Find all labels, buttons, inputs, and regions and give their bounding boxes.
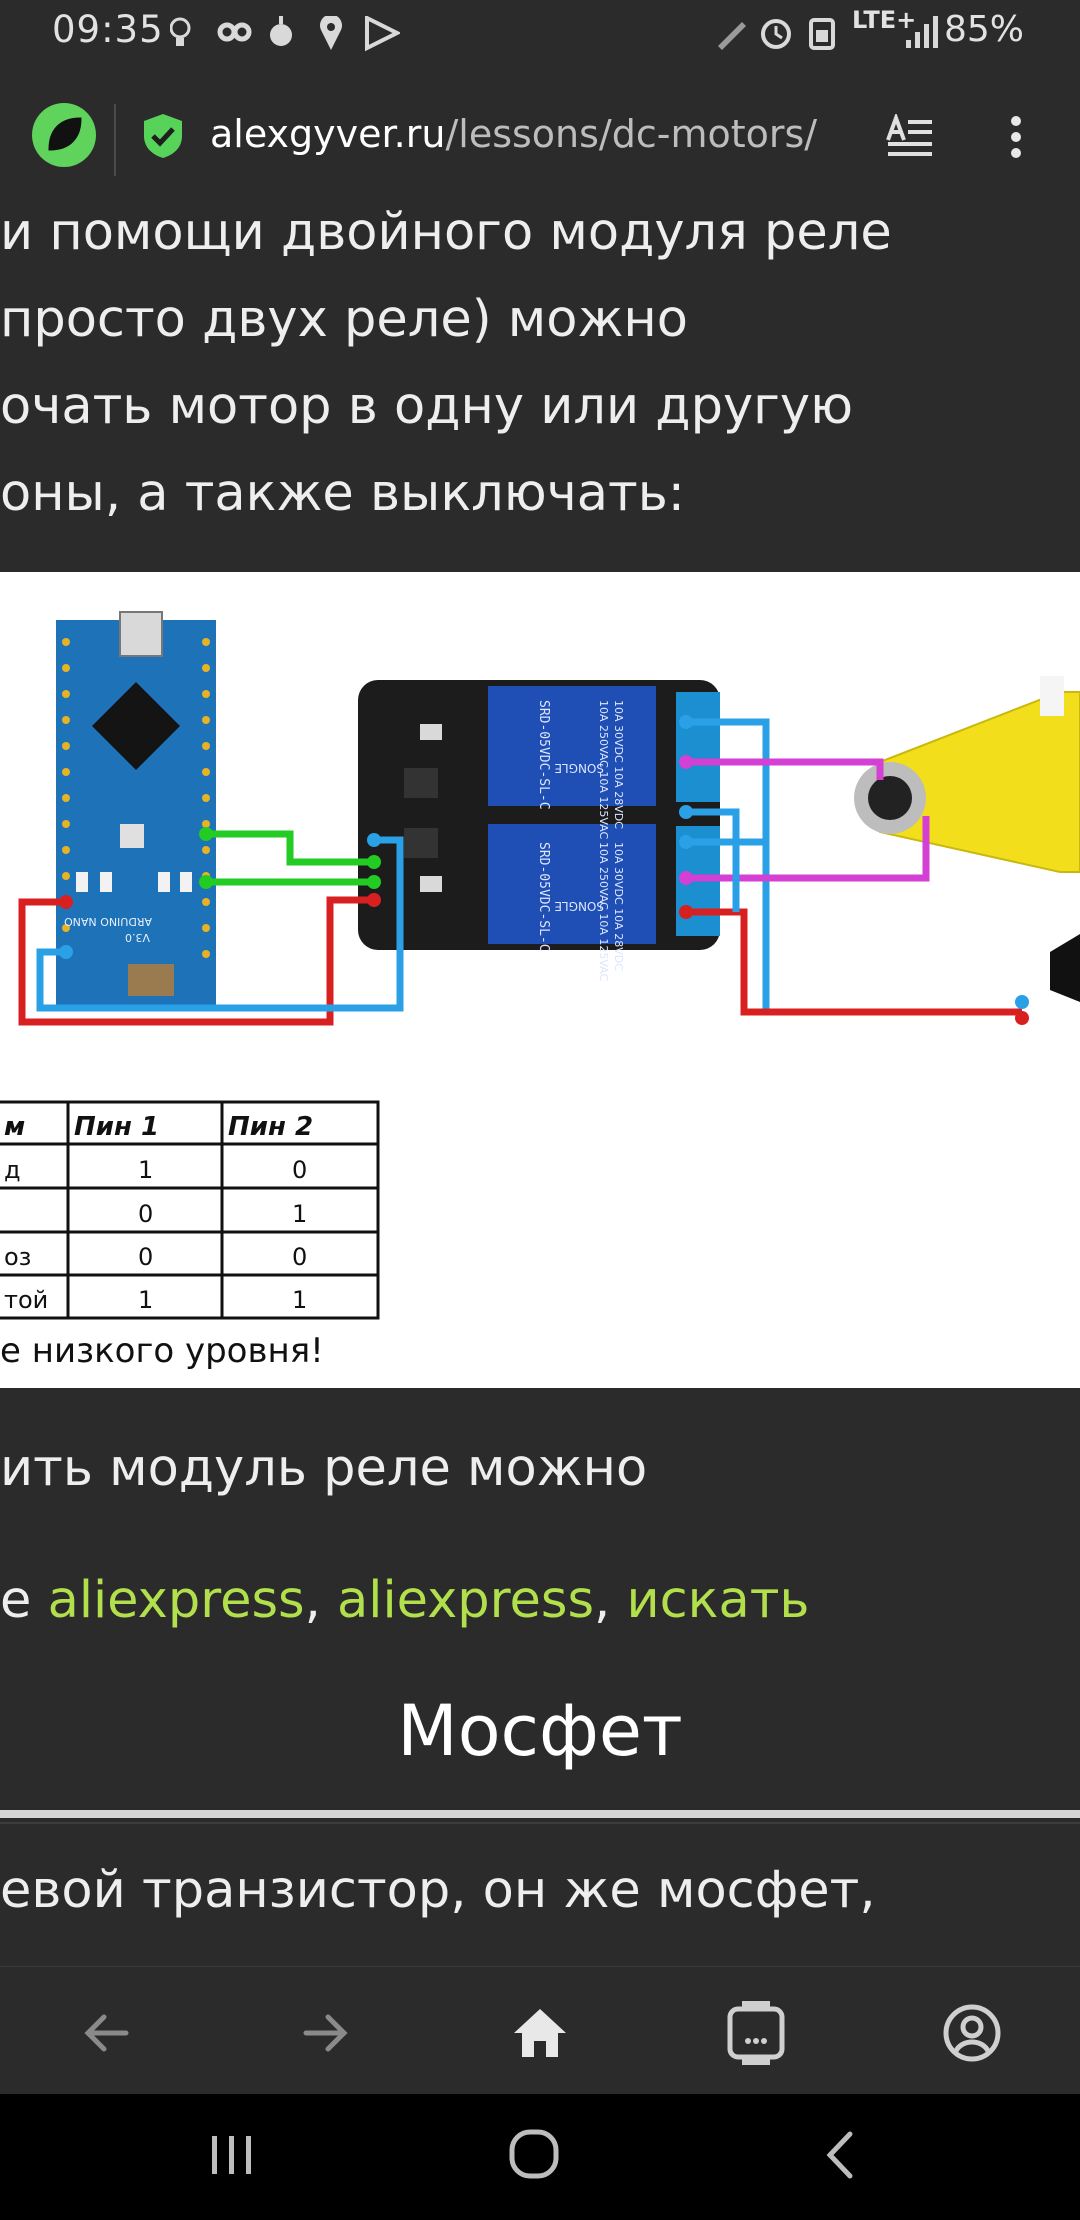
table-cell: 1 xyxy=(138,1286,153,1314)
wiring-diagram-drawing: SRD-05VDC-SL-C SRD-05VDC-SL-C 10A 250VAC… xyxy=(0,611,1080,1371)
table-cell: 1 xyxy=(138,1156,153,1184)
relay-spec-bottom: 10A 250VAC 10A 125VAC xyxy=(597,842,610,982)
url-path: /lessons/dc-motors/ xyxy=(445,112,818,156)
infinity-icon xyxy=(217,22,252,42)
section-heading: Мосфет xyxy=(397,1690,683,1772)
wires xyxy=(18,718,1022,1026)
leaf-logo-icon[interactable] xyxy=(32,103,96,167)
address-bar[interactable]: alexgyver.ru/lessons/dc-motors/ xyxy=(210,112,817,156)
truth-table xyxy=(0,1100,380,1320)
battery-saver-icon xyxy=(809,18,835,50)
status-bar xyxy=(0,0,1080,68)
relay-wiring-diagram: SRD-05VDC-SL-C SRD-05VDC-SL-C 10A 250VAC… xyxy=(0,572,1080,1388)
system-status-icons xyxy=(718,18,835,50)
paragraph-line: очать мотор в одну или другую xyxy=(0,377,854,436)
paragraph-buy: ить модуль реле можно xyxy=(0,1439,648,1498)
heading-rule xyxy=(0,1810,1080,1818)
relay-label-top: SRD-05VDC-SL-C xyxy=(536,700,551,810)
pen-icon xyxy=(718,22,746,50)
dc-motor xyxy=(854,676,1080,873)
table-cell: 0 xyxy=(138,1200,153,1228)
play-store-icon xyxy=(365,16,400,52)
wire-terminals xyxy=(59,715,1029,1025)
notification-icons xyxy=(170,16,400,52)
system-navigation-bar xyxy=(0,2094,1080,2220)
section-divider xyxy=(0,1822,1080,1824)
link-aliexpress-2[interactable]: aliexpress xyxy=(337,1571,595,1630)
link-separator: , xyxy=(594,1571,627,1630)
paragraph-mosfet: евой транзистор, он же мосфет, xyxy=(0,1861,876,1920)
arduino-version: V3.0 xyxy=(125,931,150,944)
links-prefix: е xyxy=(0,1571,48,1630)
links-line: е aliexpress, aliexpress, искать xyxy=(0,1558,809,1644)
table-header-pin2: Пин 2 xyxy=(228,1112,313,1142)
status-time: 09:35 xyxy=(52,8,164,51)
relay-module xyxy=(358,680,720,950)
table-cell: 1 xyxy=(292,1200,307,1228)
account-icon[interactable] xyxy=(934,1995,1010,2071)
bulb-icon xyxy=(170,17,191,46)
paragraph-line: просто двух реле) можно xyxy=(0,290,688,349)
table-cell: 0 xyxy=(292,1243,307,1271)
table-cell: той xyxy=(4,1286,48,1314)
paragraph-line: и помощи двойного модуля реле xyxy=(0,203,892,262)
alarm-icon xyxy=(761,19,791,49)
arduino-nano-board xyxy=(56,611,216,1008)
relay-label-bottom: SRD-05VDC-SL-C xyxy=(536,842,551,952)
table-header-pin1: Пин 1 xyxy=(74,1112,159,1142)
relay-brand-bottom: SONGLE xyxy=(554,899,604,913)
relay-spec-top: 10A 250VAC 10A 125VAC xyxy=(597,700,610,840)
shield-check-icon[interactable] xyxy=(142,112,184,160)
table-cell: д xyxy=(4,1156,21,1184)
battery-level: 85% xyxy=(943,9,1024,50)
home-circle-icon[interactable] xyxy=(508,2128,562,2182)
table-cell: 0 xyxy=(292,1156,307,1184)
reader-mode-icon[interactable] xyxy=(886,114,934,160)
arduino-label: ARDUINO NANO xyxy=(64,915,152,928)
back-arrow-icon[interactable] xyxy=(70,1995,146,2071)
signal-icon xyxy=(906,16,938,48)
paragraph-line: оны, а также выключать: xyxy=(0,464,685,523)
link-search[interactable]: искать xyxy=(626,1571,810,1630)
url-divider xyxy=(114,104,116,176)
table-cell: оз xyxy=(4,1243,31,1271)
location-icon xyxy=(320,16,342,50)
forward-arrow-icon[interactable] xyxy=(286,1995,362,2071)
network-type: LTE+ xyxy=(852,6,917,34)
drop-icon xyxy=(270,16,292,46)
relay-spec2-top: 10A 30VDC 10A 28VDC xyxy=(612,700,625,829)
url-domain: alexgyver.ru xyxy=(210,112,446,156)
table-cell: 0 xyxy=(138,1243,153,1271)
more-menu-icon[interactable] xyxy=(1006,114,1026,162)
table-cell: 1 xyxy=(292,1286,307,1314)
recents-icon[interactable] xyxy=(208,2130,258,2180)
link-separator: , xyxy=(304,1571,338,1630)
home-icon[interactable] xyxy=(502,1995,578,2071)
diagram-caption: е низкого уровня! xyxy=(0,1331,324,1371)
relay-spec2-bottom: 10A 30VDC 10A 28VDC xyxy=(612,842,625,971)
tabs-icon[interactable] xyxy=(718,1995,794,2071)
link-aliexpress-1[interactable]: aliexpress xyxy=(47,1571,305,1630)
table-header-mode: м xyxy=(4,1112,25,1142)
system-back-icon[interactable] xyxy=(820,2130,860,2180)
relay-brand-top: SONGLE xyxy=(554,761,604,775)
